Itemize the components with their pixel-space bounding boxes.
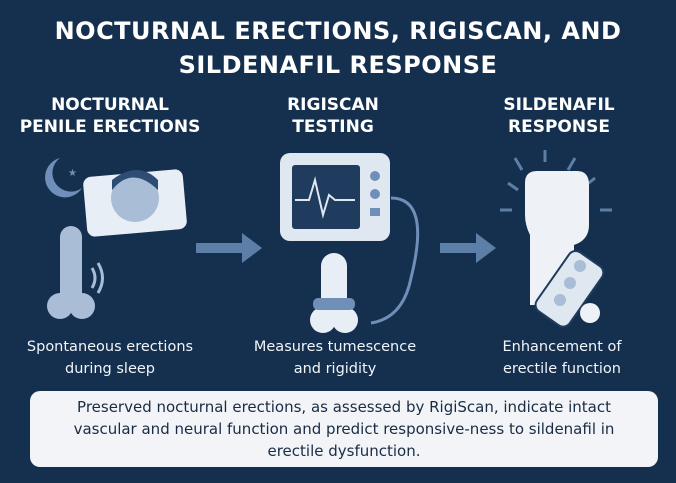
page-title: NOCTURNAL ERECTIONS, RIGISCAN, AND SILDE… (54, 17, 622, 79)
caption-rigiscan: Measures tumescence and rigidity (253, 339, 417, 377)
caption-nocturnal: Spontaneous erections during sleep (26, 339, 194, 377)
moon-icon (45, 158, 82, 198)
caption-sildenafil: Enhancement of erectile function (502, 339, 622, 377)
summary-text: Preserved nocturnal erections, as assess… (73, 398, 615, 460)
column-heading-nocturnal: NOCTURNAL PENILE ERECTIONS (19, 95, 201, 137)
fist-pill-icon (500, 150, 612, 328)
summary-box: Preserved nocturnal erections, as assess… (30, 391, 658, 467)
svg-text:★: ★ (68, 168, 77, 179)
monitor-device-icon (280, 153, 420, 333)
column-heading-rigiscan: RIGISCAN TESTING (287, 95, 379, 137)
column-heading-sildenafil: SILDENAFIL RESPONSE (503, 95, 615, 137)
sleeping-person-icon: ★ (45, 158, 187, 319)
